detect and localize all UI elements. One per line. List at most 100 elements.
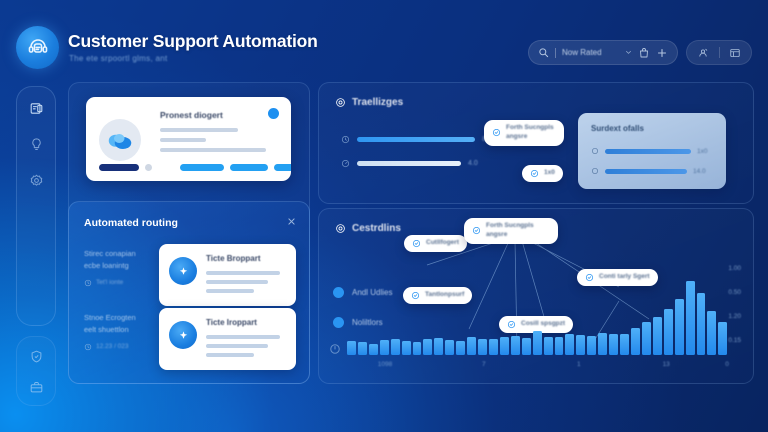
tracking-node-chip[interactable]: 1x0 — [522, 165, 563, 182]
bar-12 — [467, 336, 477, 355]
clock-icon — [341, 135, 350, 144]
bar-14 — [488, 339, 498, 355]
spark-icon — [179, 330, 187, 339]
bar-17 — [521, 337, 531, 355]
circle-icon — [592, 148, 598, 154]
status-badge — [268, 108, 279, 119]
sidebar-rail-top — [16, 86, 56, 326]
gauge-icon — [341, 159, 350, 168]
target-icon — [336, 98, 345, 107]
target-icon — [336, 224, 345, 233]
routing-row-line2: ecbe loanintg — [84, 260, 129, 270]
y-tick-label: 1.20 — [728, 313, 741, 320]
chevron-down-icon[interactable] — [625, 49, 632, 56]
gear-icon[interactable] — [29, 173, 44, 188]
support-details-row: 1x0 — [591, 147, 707, 155]
routing-row-meta-text: 12.23 / 023 — [96, 343, 129, 351]
hero-card-actions — [99, 164, 291, 171]
bar-7 — [412, 341, 422, 355]
chart-panel: Cestrdlins Andl Udlies Noliltlors Cutllf… — [318, 208, 754, 384]
bar-6 — [401, 340, 411, 355]
legend-item[interactable]: Noliltlors — [333, 317, 383, 328]
bar-20 — [554, 337, 564, 355]
header-actions — [686, 40, 752, 65]
node-chip-label: Tantlonpsurf — [425, 291, 465, 299]
bag-icon[interactable] — [638, 47, 650, 59]
legend-item[interactable]: Andl Udlies — [333, 287, 392, 298]
bar-29 — [652, 316, 662, 355]
clock-icon — [84, 280, 92, 287]
plus-icon[interactable] — [656, 47, 668, 59]
routing-card[interactable]: Ticte Iroppart — [159, 308, 296, 370]
power-icon — [330, 344, 340, 354]
skeleton-line — [206, 335, 280, 339]
bar-18 — [532, 331, 542, 355]
search-input[interactable]: Now Rated — [528, 40, 678, 65]
check-circle-icon — [492, 129, 501, 137]
close-icon[interactable] — [287, 217, 296, 226]
routing-card[interactable]: Ticte Broppart — [159, 244, 296, 306]
check-circle-icon — [507, 320, 516, 329]
routing-row-line1: Stirec conapian — [84, 249, 136, 258]
shield-icon[interactable] — [29, 349, 44, 364]
bar-5 — [390, 338, 400, 355]
clock-icon — [84, 344, 92, 351]
tracking-value: 4.0 — [468, 160, 478, 167]
routing-card-title: Ticte Iroppart — [206, 318, 257, 327]
routing-row-meta-text: Tet'l ionte — [96, 279, 124, 287]
user-badge-icon[interactable] — [697, 47, 709, 59]
node-chip-label: Conti tarly Sgert — [599, 273, 650, 281]
progress-bar — [357, 161, 461, 166]
x-tick-label: 7 — [481, 361, 486, 368]
check-circle-icon — [585, 273, 594, 282]
bar-19 — [543, 336, 553, 355]
node-chip[interactable]: Cutllfogert — [404, 235, 467, 252]
briefcase-icon[interactable] — [29, 380, 44, 395]
legend-label: Noliltlors — [352, 318, 383, 327]
bar-31 — [674, 298, 684, 355]
node-chip[interactable]: Forth Sucngpls angsre — [464, 218, 558, 244]
tracking-header: Traellizges — [335, 97, 403, 108]
routing-row-line2: eelt shuettlon — [84, 324, 129, 334]
bar-2 — [357, 342, 367, 355]
bar-33 — [696, 292, 706, 355]
support-details-title: Surdext ofalls — [591, 124, 644, 133]
node-chip[interactable]: Cosill spsgpzt — [499, 316, 574, 333]
secondary-pill-button[interactable] — [274, 164, 291, 171]
tracking-node-chip-label: 1x0 — [544, 169, 555, 177]
bar-chart-bars — [347, 281, 728, 355]
secondary-pill-button[interactable] — [230, 164, 268, 171]
primary-pill-button[interactable] — [99, 164, 139, 171]
bar-32 — [685, 281, 695, 355]
x-tick-label: 1098 — [377, 361, 393, 368]
skeleton-line — [160, 138, 206, 142]
check-circle-icon — [530, 169, 539, 178]
bar-13 — [478, 338, 487, 355]
support-details-value: 14.0 — [693, 167, 706, 175]
card-document-icon[interactable] — [29, 101, 44, 116]
x-tick-label: 13 — [662, 361, 670, 368]
skeleton-line — [160, 148, 266, 152]
bar-22 — [576, 335, 586, 355]
bar-34 — [707, 310, 717, 355]
tracking-node-chip[interactable]: Forth Sucngpls angsre — [484, 120, 564, 146]
node-chip[interactable]: Conti tarly Sgert — [577, 269, 658, 286]
node-chip[interactable]: Tantlonpsurf — [403, 287, 473, 304]
hero-card-title: Pronest diogert — [160, 110, 223, 120]
search-divider — [555, 47, 556, 58]
bar-15 — [499, 337, 509, 355]
secondary-pill-button[interactable] — [180, 164, 224, 171]
action-divider — [718, 47, 720, 58]
routing-row-meta: 12.23 / 023 — [84, 342, 162, 352]
window-panel-icon[interactable] — [729, 47, 741, 59]
legend-color-swatch — [333, 287, 344, 298]
x-tick-label: 0 — [725, 361, 729, 368]
avatar — [16, 26, 59, 69]
hero-card[interactable]: Pronest diogert — [86, 97, 291, 181]
routing-row-meta: Tet'l ionte — [84, 278, 162, 288]
bar-1 — [347, 340, 356, 355]
lightbulb-icon[interactable] — [29, 137, 44, 152]
sidebar-rail-bottom — [16, 336, 56, 406]
